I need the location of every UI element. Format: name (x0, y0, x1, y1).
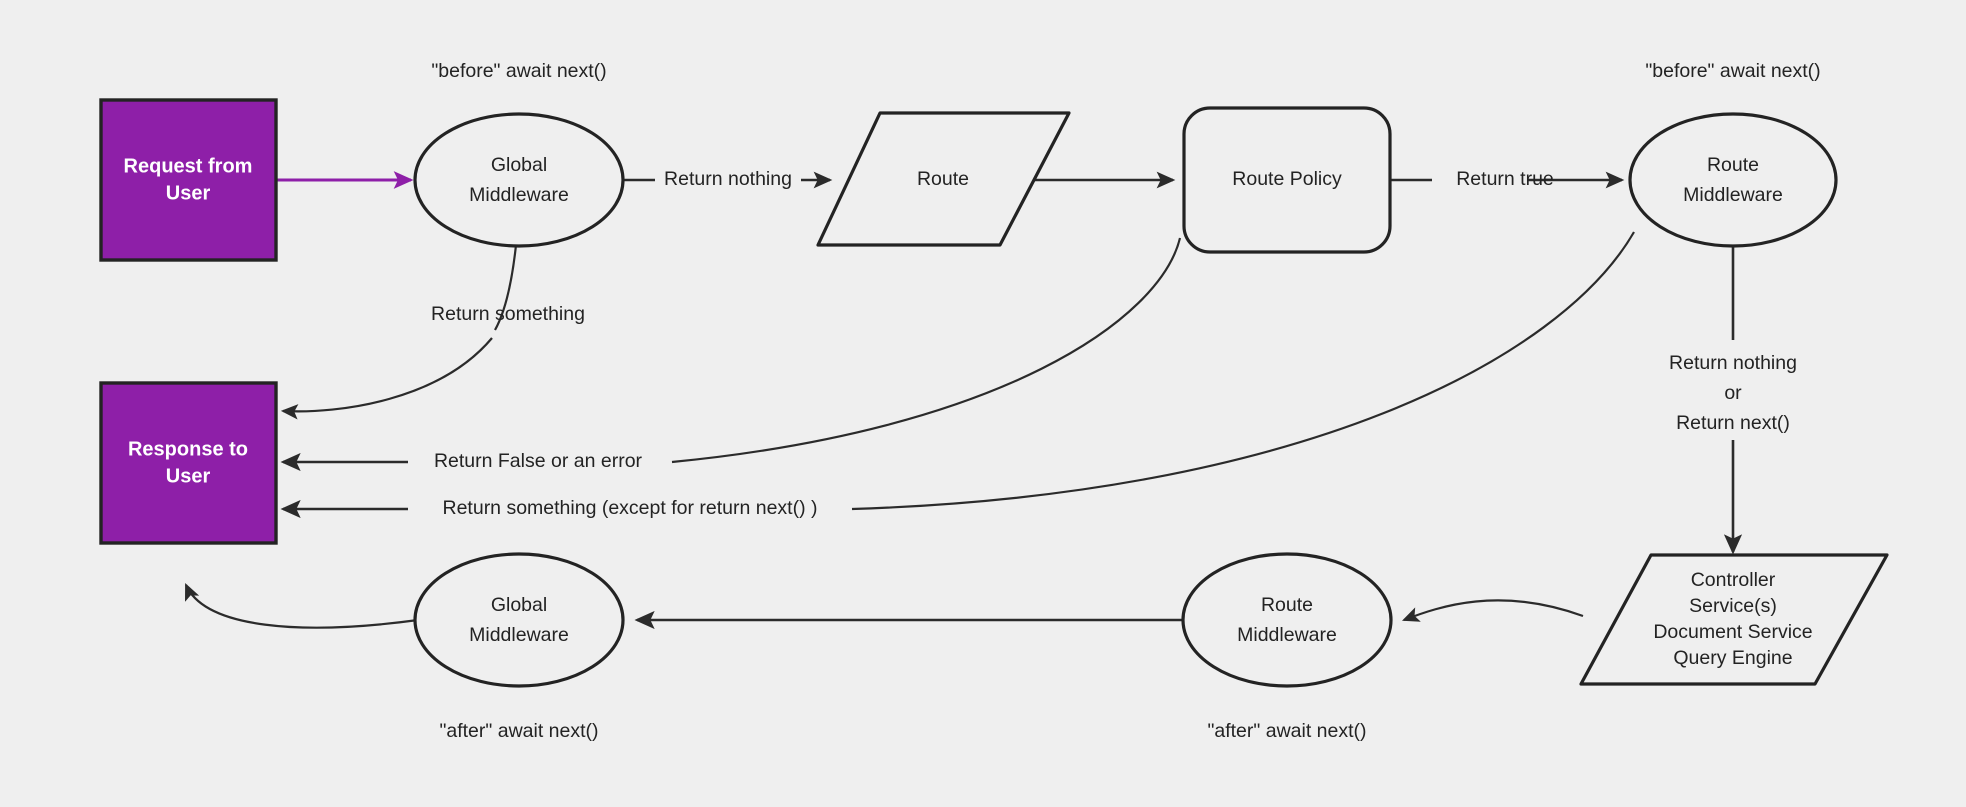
route-middleware-bottom-label-line1: Route (1261, 594, 1313, 616)
edge-controller-to-route-middleware-bottom (1402, 599, 1584, 622)
route-middleware-top-ellipse[interactable] (1628, 112, 1838, 248)
response-to-user-label-line2: User (166, 465, 211, 487)
global-middleware-top-ellipse[interactable] (413, 112, 625, 248)
route-parallelogram[interactable] (816, 111, 1071, 247)
edge-label-return-nothing-or-next-line2: or (1724, 382, 1742, 404)
node-route-middleware-top[interactable]: Route Middleware (1628, 112, 1838, 248)
edge-return-something-to-response (280, 337, 493, 420)
edge-label-return-nothing-or-next-line3: Return next() (1676, 412, 1790, 434)
response-to-user-box[interactable] (99, 381, 278, 545)
edge-label-return-nothing: Return nothing (664, 168, 792, 190)
route-policy-label: Route Policy (1232, 168, 1342, 190)
controller-group-label-line2: Service(s) (1689, 595, 1777, 617)
node-route[interactable]: Route (816, 111, 1071, 247)
route-middleware-bottom-label-line2: Middleware (1237, 624, 1337, 646)
edge-label-return-something-except-next: Return something (except for return next… (443, 497, 818, 519)
annotation-after-await-next-left: "after" await next() (439, 720, 598, 742)
node-global-middleware-top[interactable]: Global Middleware (413, 112, 625, 248)
controller-group-label-line1: Controller (1691, 569, 1776, 591)
edge-label-return-nothing-or-next-line1: Return nothing (1669, 352, 1797, 374)
global-middleware-bottom-label-line2: Middleware (469, 624, 569, 646)
global-middleware-top-label-line2: Middleware (469, 184, 569, 206)
edge-global-middleware-return-something-upper (494, 244, 518, 331)
edge-label-return-something: Return something (431, 303, 585, 325)
node-controller-group[interactable]: Controller Service(s) Document Service Q… (1579, 553, 1889, 686)
node-request-from-user[interactable]: Request from User (99, 98, 278, 262)
node-global-middleware-bottom[interactable]: Global Middleware (413, 552, 625, 688)
global-middleware-top-label-line1: Global (491, 154, 547, 176)
node-response-to-user[interactable]: Response to User (99, 381, 278, 545)
controller-group-label-line4: Query Engine (1673, 647, 1792, 669)
annotation-after-await-next-right: "after" await next() (1207, 720, 1366, 742)
edge-route-policy-return-false-curve (671, 237, 1182, 464)
request-from-user-box[interactable] (99, 98, 278, 262)
node-route-policy[interactable]: Route Policy (1182, 106, 1392, 254)
request-from-user-label-line2: User (166, 182, 211, 204)
annotation-before-await-next-right: "before" await next() (1645, 60, 1820, 82)
edge-label-return-true: Return true (1456, 168, 1554, 190)
route-middleware-bottom-ellipse[interactable] (1181, 552, 1393, 688)
edge-global-middleware-bottom-to-response (184, 583, 419, 629)
controller-group-parallelogram[interactable] (1579, 553, 1889, 686)
controller-group-label-line3: Document Service (1653, 621, 1812, 643)
node-route-middleware-bottom[interactable]: Route Middleware (1181, 552, 1393, 688)
global-middleware-bottom-label-line1: Global (491, 594, 547, 616)
edge-label-return-false-or-error: Return False or an error (434, 450, 643, 472)
annotation-before-await-next-left: "before" await next() (431, 60, 606, 82)
response-to-user-label-line1: Response to (128, 438, 248, 460)
request-from-user-label-line1: Request from (124, 155, 253, 177)
route-policy-box[interactable] (1182, 106, 1392, 254)
edge-route-middleware-return-something-curve (851, 231, 1635, 511)
global-middleware-bottom-ellipse[interactable] (413, 552, 625, 688)
route-middleware-top-label-line1: Route (1707, 154, 1759, 176)
route-middleware-top-label-line2: Middleware (1683, 184, 1783, 206)
route-label: Route (917, 168, 969, 190)
